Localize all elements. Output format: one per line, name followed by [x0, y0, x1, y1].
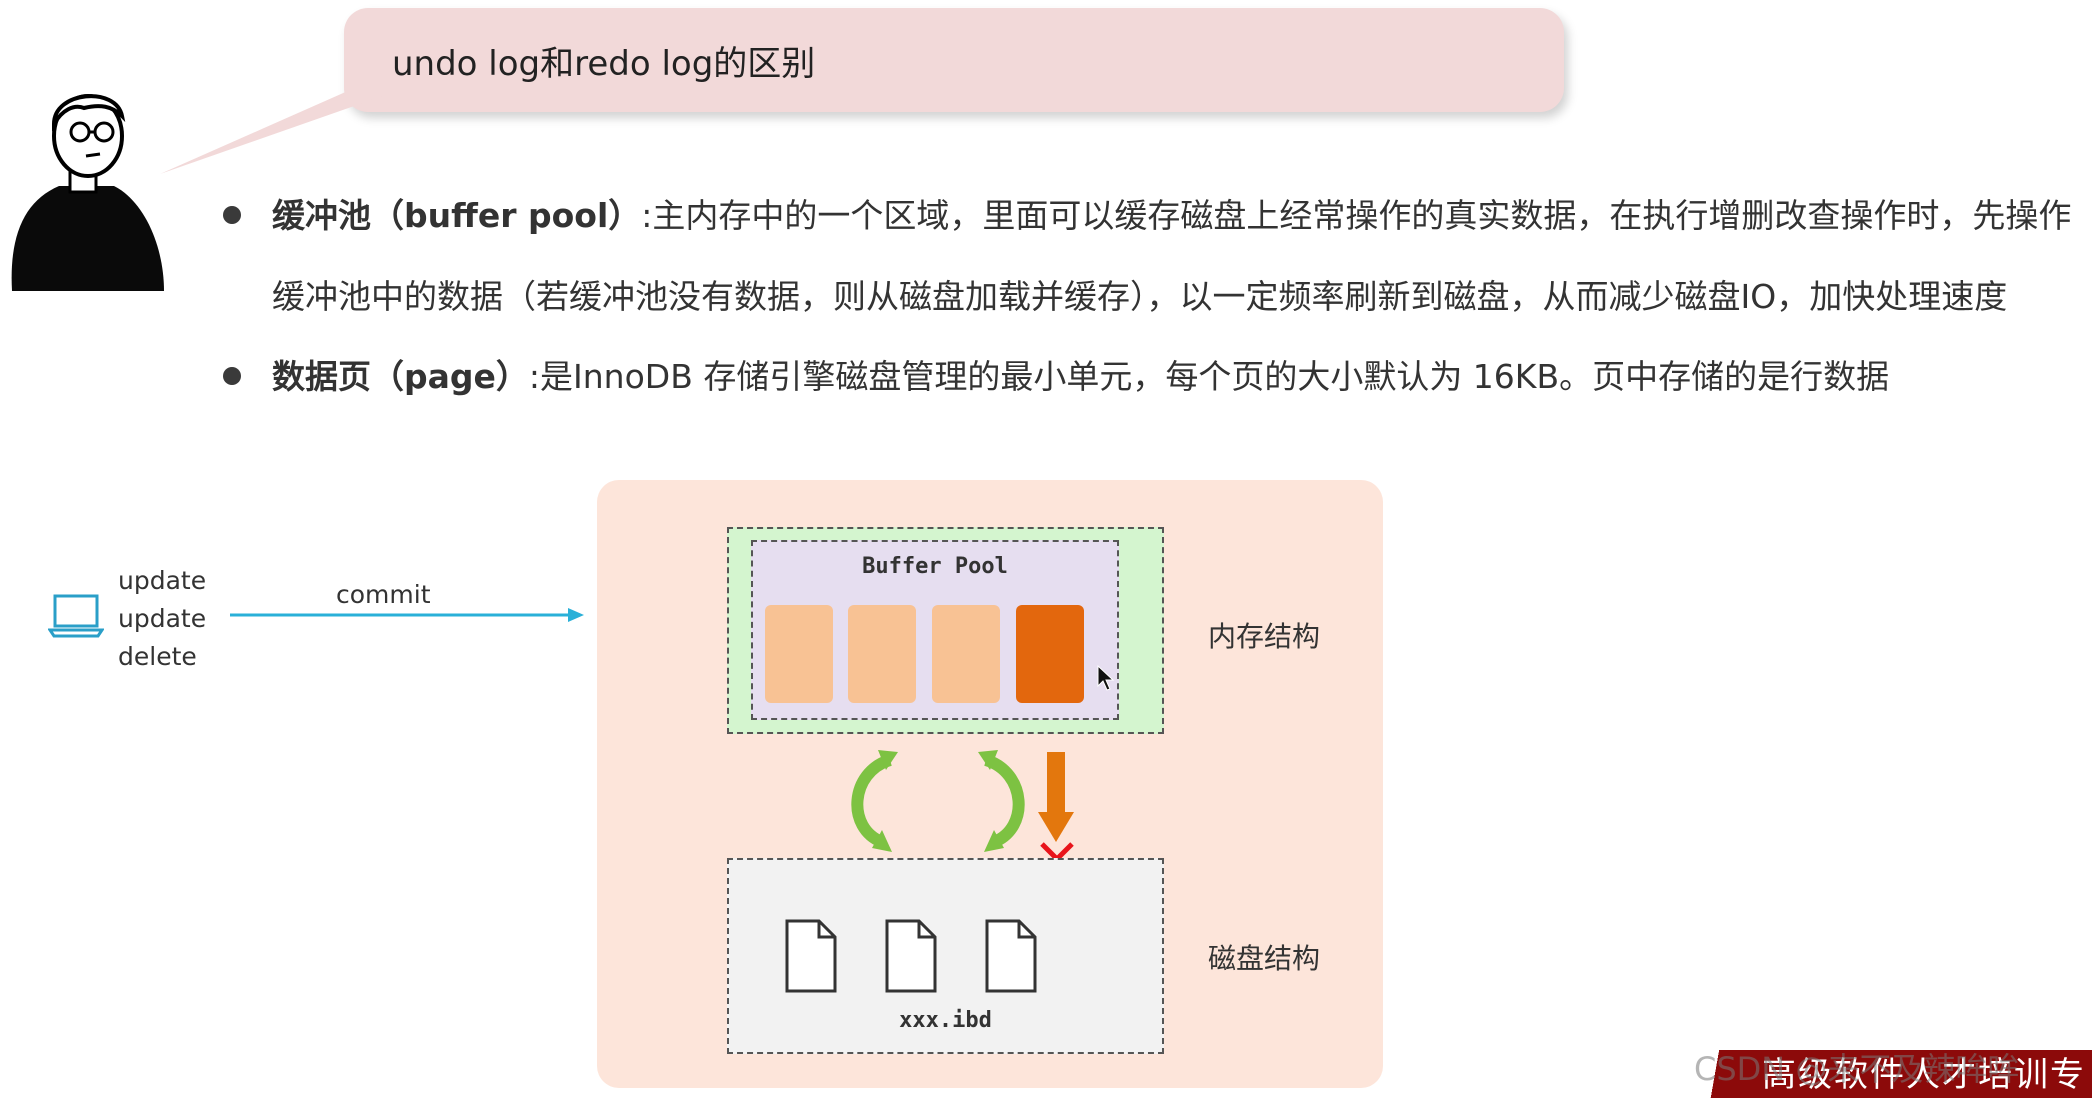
flush-down-arrow-icon	[1038, 752, 1074, 842]
buffer-page	[848, 605, 916, 703]
bullet-dot	[223, 367, 241, 385]
operation-item: update	[118, 566, 207, 595]
load-sync-arrow-icon	[851, 750, 898, 852]
buffer-page	[932, 605, 1000, 703]
buffer-page-dirty	[1016, 605, 1084, 703]
watermark-overlay-text: CSDN @来不及辣哞哞	[1694, 1050, 2020, 1088]
disk-structure-label: 磁盘结构	[1208, 942, 1321, 975]
presenter-avatar-icon	[11, 94, 165, 291]
watermark-banner-text: 高级软件人才培训专	[1762, 1055, 2086, 1095]
bullet-desc: :主内存中的一个区域，里面可以缓存磁盘上经常操作的真实数据，在执行增删改查操作时…	[641, 196, 2072, 235]
commit-label: commit	[336, 580, 431, 609]
bullet-buffer-pool-cont: 缓冲池中的数据（若缓冲池没有数据，则从磁盘加载并缓存），以一定频率刷新到磁盘，从…	[272, 277, 2008, 316]
operation-item: update	[118, 604, 207, 633]
operation-item: delete	[118, 642, 197, 671]
buffer-pool-title: Buffer Pool	[862, 554, 1008, 579]
memory-structure-label: 内存结构	[1208, 620, 1321, 653]
bullet-desc: :是InnoDB 存储引擎磁盘管理的最小单元，每个页的大小默认为 16KB。页中…	[528, 357, 1890, 396]
flush-sync-arrow-icon	[978, 750, 1025, 852]
slide-title: undo log和redo log的区别	[392, 44, 816, 84]
disk-file-label: xxx.ibd	[899, 1008, 992, 1033]
data-file-icon	[885, 919, 937, 993]
commit-arrow	[230, 608, 584, 622]
speech-bubble-tail	[160, 90, 400, 174]
laptop-icon	[48, 594, 104, 638]
bullet-page: 数据页（page）:是InnoDB 存储引擎磁盘管理的最小单元，每个页的大小默认…	[272, 357, 1889, 397]
bullet-buffer-pool: 缓冲池（buffer pool）:主内存中的一个区域，里面可以缓存磁盘上经常操作…	[272, 196, 2071, 236]
watermark-banner	[1686, 1050, 2092, 1098]
operation-list: update update delete	[118, 562, 206, 676]
bullet-term: 缓冲池（buffer pool）	[272, 196, 642, 235]
speech-bubble	[344, 8, 1564, 112]
mouse-cursor-icon	[1097, 664, 1115, 691]
data-file-icon	[985, 919, 1037, 993]
bullet-dot	[223, 206, 241, 224]
bullet-term: 数据页（page）	[272, 357, 529, 396]
buffer-page	[765, 605, 833, 703]
data-file-icon	[785, 919, 837, 993]
